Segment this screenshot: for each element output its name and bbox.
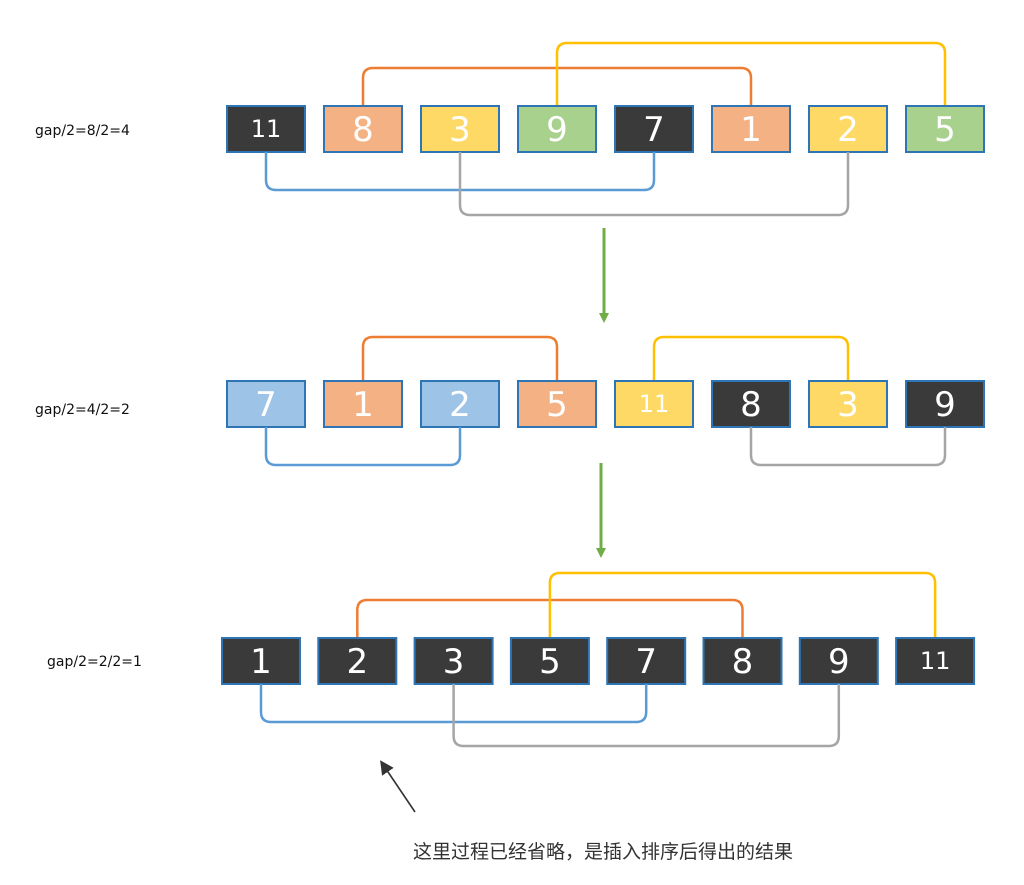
- array-cell: [509, 637, 590, 685]
- group-bracket-bottom-2: [458, 152, 850, 217]
- array-cell: [226, 105, 306, 153]
- row-label: gap/2=2/2=1: [47, 654, 142, 670]
- array-cell: [323, 380, 403, 428]
- array-cell: [614, 105, 694, 153]
- row-2: gap/2=4/2=2 7 1 2 5 11 8 3 9: [35, 335, 985, 467]
- cell-value: 2: [449, 385, 471, 425]
- cell-value: 9: [546, 110, 568, 150]
- cell-value: 5: [539, 642, 561, 682]
- cell-value: 9: [828, 642, 850, 682]
- group-bracket-bottom-2: [749, 427, 947, 467]
- group-bracket-top-2: [548, 571, 937, 638]
- cell-value: 2: [346, 642, 368, 682]
- group-bracket-bottom-2: [452, 684, 841, 748]
- cell-value: 9: [934, 385, 956, 425]
- array-cell: [517, 105, 597, 153]
- cell-value: 3: [443, 642, 465, 682]
- array-cell: [517, 380, 597, 428]
- array-cell: [808, 105, 888, 153]
- row-label: gap/2=8/2=4: [35, 123, 130, 139]
- pointer-arrow: [380, 760, 416, 813]
- cell-value: 8: [732, 642, 754, 682]
- array-cell: [606, 637, 687, 685]
- caption-text: 这里过程已经省略，是插入排序后得出的结果: [413, 841, 793, 863]
- group-bracket-top-2: [555, 41, 947, 106]
- array-cell: [420, 380, 500, 428]
- cell-value: 5: [934, 110, 956, 150]
- cell-value: 1: [740, 110, 762, 150]
- row-1: gap/2=8/2=4 11 8 3 9 7 1 2 5: [35, 41, 985, 217]
- cell-value: 5: [546, 385, 568, 425]
- row-label: gap/2=4/2=2: [35, 402, 130, 418]
- array-cell: [711, 105, 791, 153]
- group-bracket-top-2: [652, 335, 850, 381]
- row-3: gap/2=2/2=1 1 2 3 5 7 8 9 11: [47, 571, 976, 748]
- cell-value: 2: [837, 110, 859, 150]
- array-cell: [323, 105, 403, 153]
- array-cell: [808, 380, 888, 428]
- array-cell: [895, 637, 976, 685]
- cell-value: 3: [449, 110, 471, 150]
- cell-value: 8: [740, 385, 762, 425]
- array-cell: [614, 380, 694, 428]
- array-cell: [905, 105, 985, 153]
- array-cell: [221, 637, 301, 685]
- rows-layer: gap/2=8/2=4 11 8 3 9 7 1 2 5 gap/2=4/2=2 7 1 2 5 11 8 3 9…: [35, 41, 985, 748]
- cell-value: 11: [920, 647, 951, 675]
- cell-value: 11: [639, 390, 670, 418]
- array-cell: [226, 380, 306, 428]
- cell-value: 1: [352, 385, 374, 425]
- cell-value: 3: [837, 385, 859, 425]
- array-cell: [905, 380, 985, 428]
- array-cell: [420, 105, 500, 153]
- array-cell: [702, 637, 783, 685]
- array-cell: [317, 637, 398, 685]
- cell-value: 7: [643, 110, 665, 150]
- cell-value: 7: [255, 385, 277, 425]
- cell-value: 11: [251, 115, 282, 143]
- cell-value: 7: [635, 642, 657, 682]
- array-cell: [798, 637, 879, 685]
- array-cell: [413, 637, 494, 685]
- cell-value: 1: [250, 642, 272, 682]
- array-cell: [711, 380, 791, 428]
- cell-value: 8: [352, 110, 374, 150]
- group-bracket-bottom-1: [264, 427, 462, 467]
- group-bracket-top-1: [361, 335, 559, 381]
